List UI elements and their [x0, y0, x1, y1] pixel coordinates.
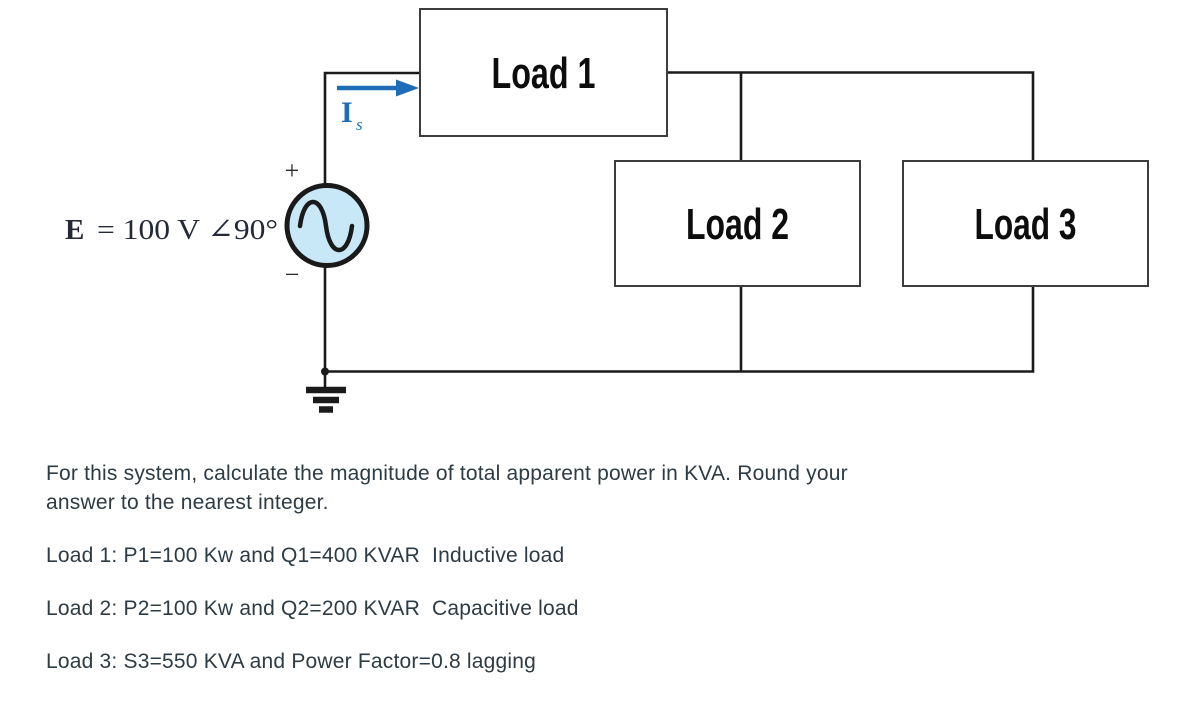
load3-box [902, 160, 1149, 287]
current-symbol-label: I [341, 96, 353, 129]
load3-spec-line: Load 3: S3=550 KVA and Power Factor=0.8 … [46, 650, 537, 673]
source-value-label: = 100 V ∠90° [97, 214, 278, 246]
current-arrow-icon [337, 79, 419, 97]
load1-box [419, 8, 668, 137]
load2-box [614, 160, 861, 287]
load3-label: Load 3 [975, 200, 1077, 249]
polarity-minus: − [285, 260, 300, 289]
load2-spec-line: Load 2: P2=100 Kw and Q2=200 KVAR Capaci… [46, 597, 579, 620]
load1-spec-line: Load 1: P1=100 Kw and Q1=400 KVAR Induct… [46, 544, 565, 567]
current-subscript-label: s [356, 115, 363, 134]
ground-icon [306, 371, 346, 413]
wire-bottom-return [323, 267, 1035, 373]
ac-voltage-source-icon [284, 183, 370, 268]
question-prompt: For this system, calculate the magnitude… [46, 462, 848, 514]
question-text-block: For this system, calculate the magnitude… [46, 459, 1006, 676]
wire-load1-to-load3 [667, 71, 1035, 161]
wire-source-to-load1 [323, 71, 420, 184]
sine-wave-icon [297, 199, 355, 253]
source-symbol-label: E [65, 214, 84, 246]
polarity-plus: + [285, 156, 300, 185]
circuit-diagram: + − E = 100 V ∠90° I s Load 1 Load 2 Loa… [65, 8, 1149, 413]
load1-label: Load 1 [492, 49, 596, 98]
load2-label: Load 2 [686, 200, 789, 249]
